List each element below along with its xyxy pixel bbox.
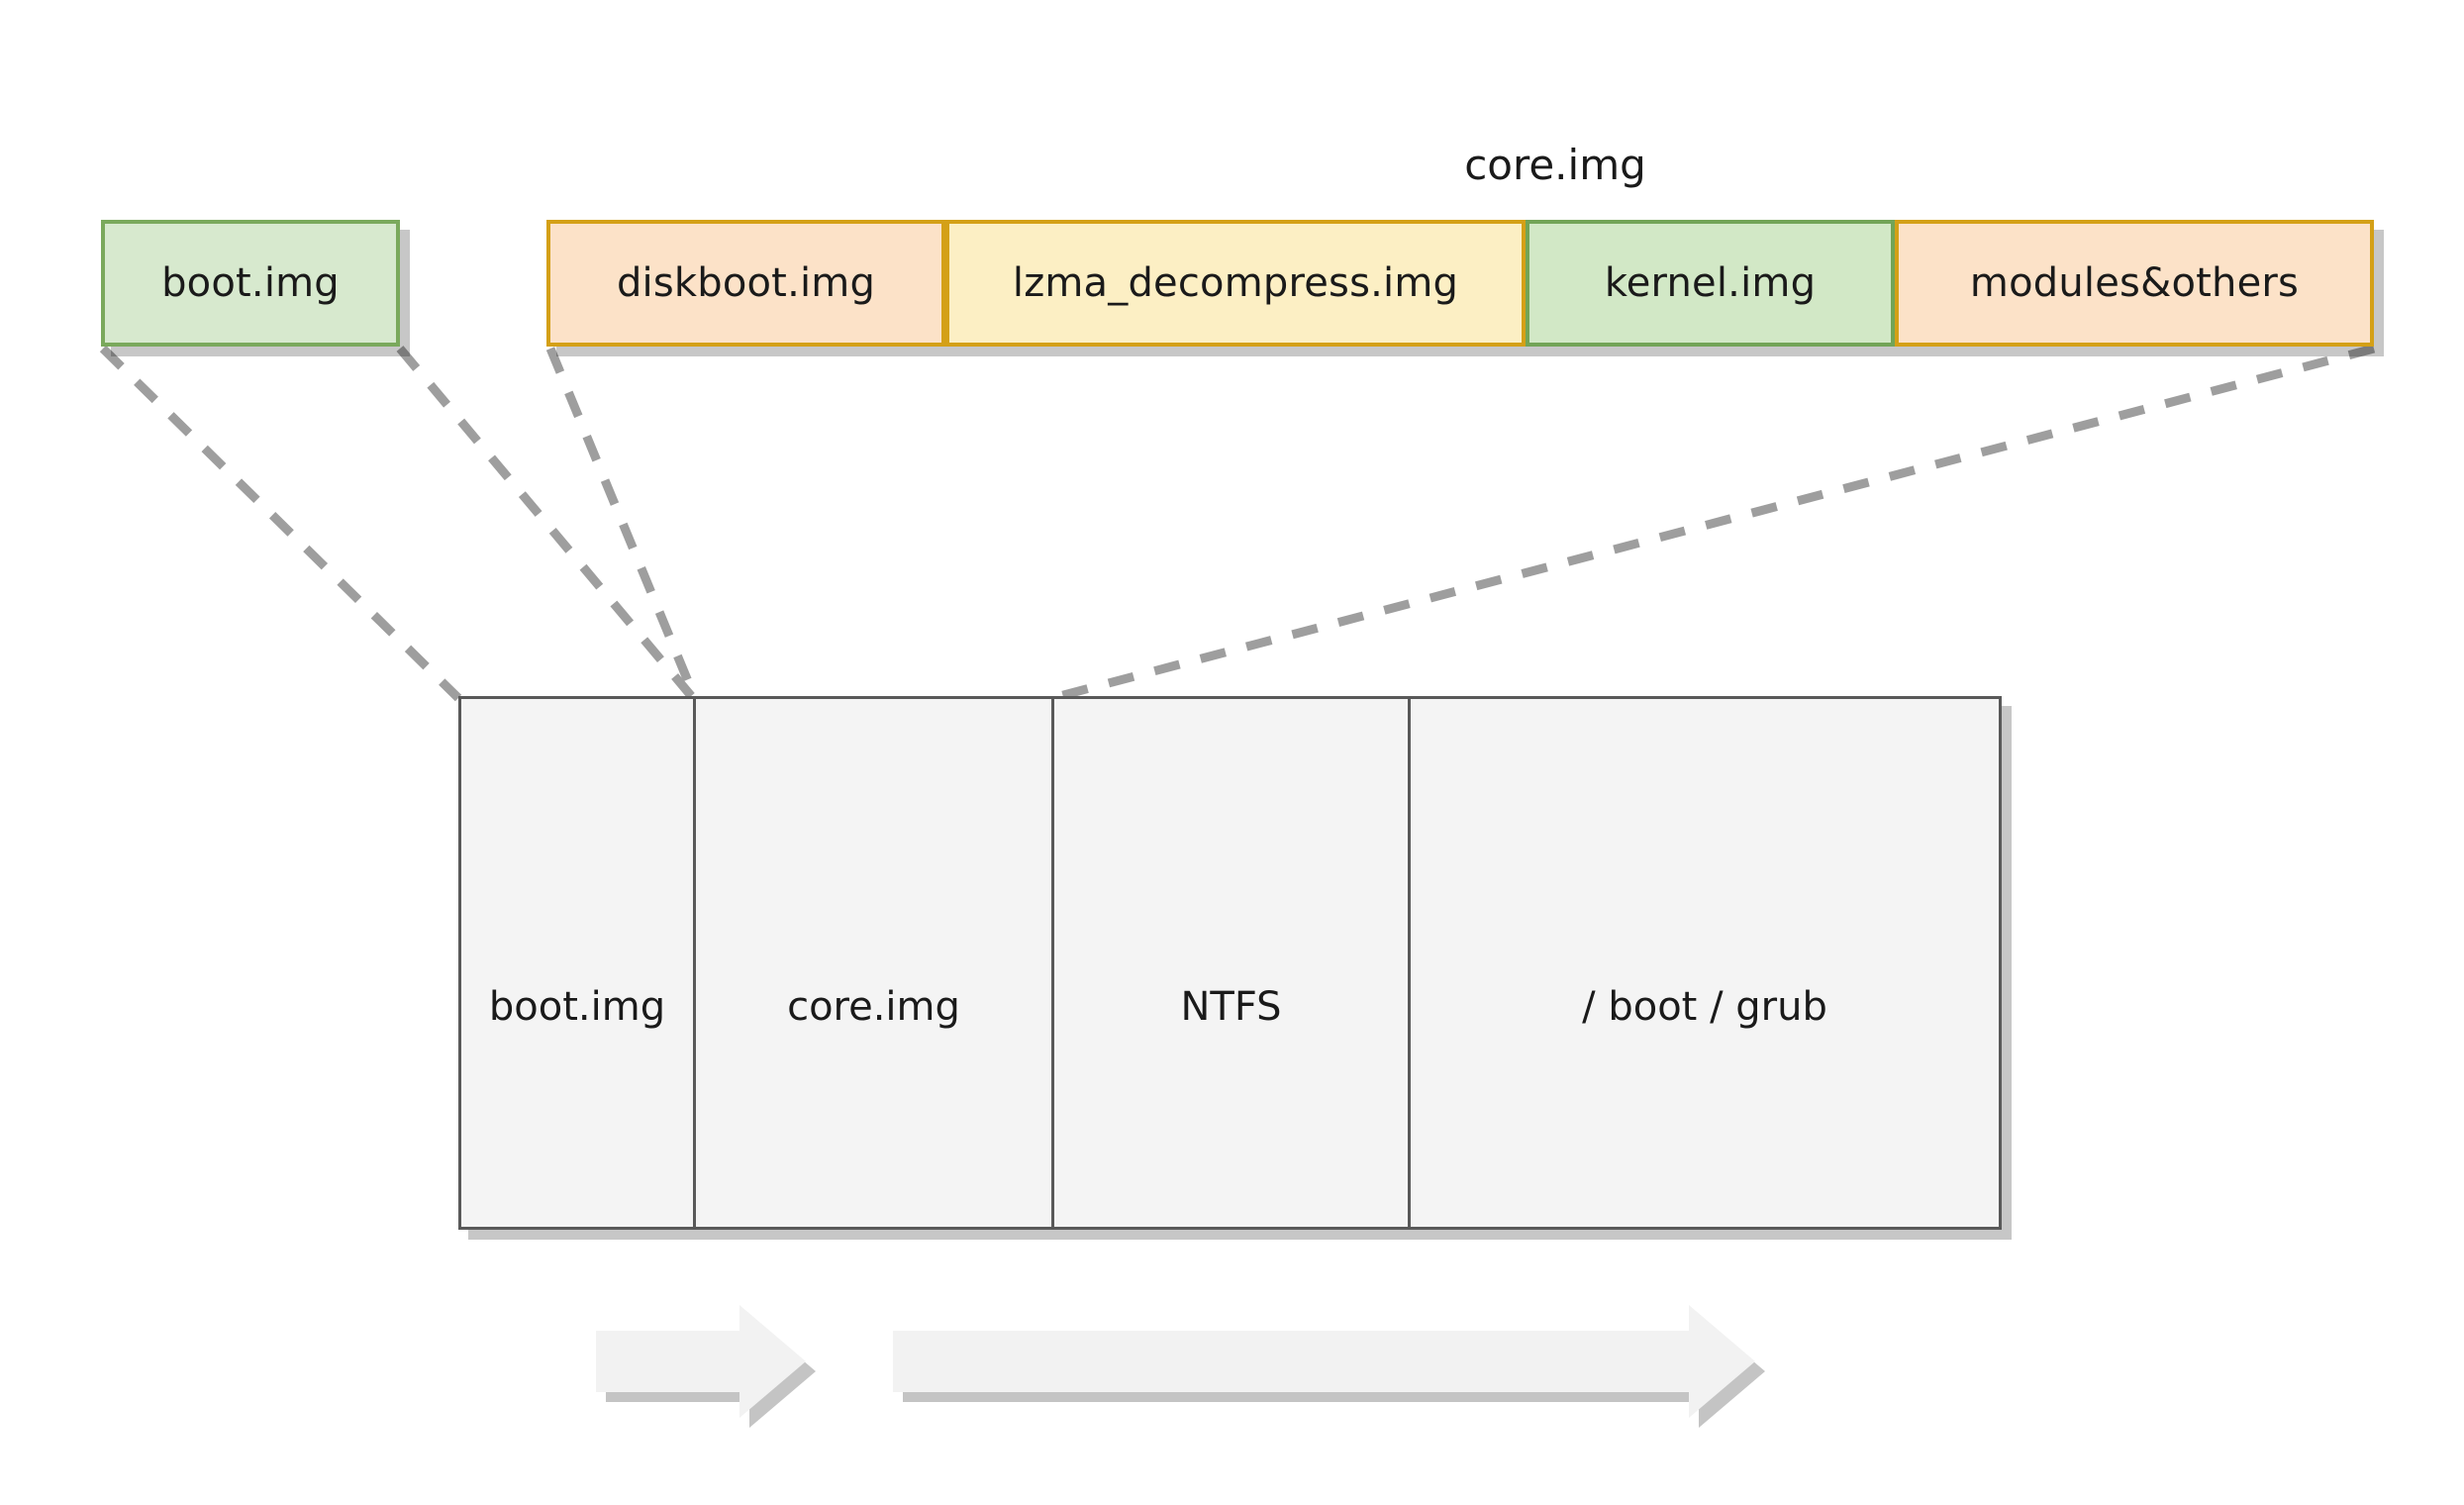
core-block-lzma-decompress-img: lzma_decompress.img <box>945 220 1526 347</box>
short-arrow <box>596 1305 806 1418</box>
short-arrow-shadow <box>606 1315 816 1428</box>
disk-cell-boot-grub-label: / boot / grub <box>1582 983 1827 1030</box>
disk-layout-container: boot.img core.img NTFS / boot / grub <box>458 696 2002 1230</box>
connector-modules-right <box>1050 344 2376 703</box>
disk-cell-ntfs-label: NTFS <box>1180 983 1282 1030</box>
core-img-title: core.img <box>1464 141 1646 189</box>
boot-img-block-label: boot.img <box>161 260 340 306</box>
core-block-lzma-decompress-img-label: lzma_decompress.img <box>1012 260 1459 306</box>
long-arrow-shadow <box>903 1315 1765 1428</box>
disk-cell-ntfs: NTFS <box>1054 699 1411 1227</box>
connector-bootimg-right <box>396 346 697 701</box>
boot-img-block: boot.img <box>101 220 400 347</box>
disk-cell-boot-img-label: boot.img <box>488 983 666 1030</box>
core-block-kernel-img: kernel.img <box>1526 220 1895 347</box>
core-block-modules-and-others: modules&others <box>1895 220 2374 347</box>
disk-cell-boot-grub: / boot / grub <box>1411 699 1999 1227</box>
connector-bootimg-left <box>99 345 462 702</box>
core-block-diskboot-img-label: diskboot.img <box>616 260 876 306</box>
core-block-modules-and-others-label: modules&others <box>1969 260 2300 306</box>
connector-diskboot-left <box>545 347 700 700</box>
disk-cell-core-img: core.img <box>696 699 1054 1227</box>
long-arrow <box>893 1305 1755 1418</box>
disk-cell-core-img-label: core.img <box>787 983 960 1030</box>
disk-cell-boot-img: boot.img <box>461 699 696 1227</box>
core-block-kernel-img-label: kernel.img <box>1604 260 1817 306</box>
core-block-diskboot-img: diskboot.img <box>546 220 945 347</box>
